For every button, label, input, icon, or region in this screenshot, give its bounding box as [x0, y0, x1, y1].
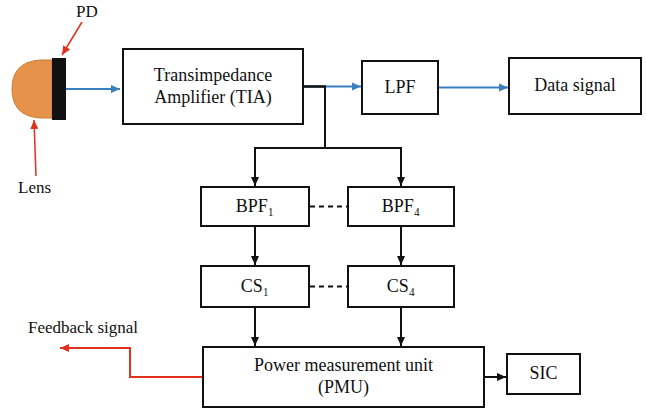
arrow-connector — [485, 376, 506, 378]
process-box: LPF — [361, 60, 439, 115]
box-label: CS₄ — [387, 276, 415, 298]
lens-leader — [34, 120, 36, 176]
box-label: BPF₄ — [382, 196, 420, 218]
process-box: Power measurement unit (PMU) — [202, 346, 485, 408]
process-box: SIC — [506, 353, 581, 395]
process-box: CS₄ — [347, 265, 455, 308]
arrow-connector — [400, 308, 402, 346]
box-label: SIC — [529, 363, 557, 385]
arrow-connector — [254, 227, 256, 265]
process-box: BPF₄ — [347, 186, 455, 227]
arrow-connector — [439, 87, 508, 89]
box-label: Transimpedance Amplifier (TIA) — [138, 65, 288, 108]
process-box: Transimpedance Amplifier (TIA) — [122, 48, 304, 125]
pd-leader — [62, 22, 82, 55]
arrow-connector — [254, 308, 256, 346]
process-box: CS₁ — [200, 265, 310, 308]
photodiode — [52, 58, 66, 120]
lens — [12, 60, 52, 118]
process-box: Data signal — [508, 57, 642, 115]
arrow-connector — [400, 227, 402, 265]
box-label: Data signal — [534, 75, 615, 97]
dashed-connector — [310, 206, 347, 208]
process-box: BPF₁ — [200, 186, 310, 227]
box-label: CS₁ — [241, 276, 269, 298]
box-label: LPF — [384, 77, 415, 99]
dashed-connector — [310, 286, 347, 288]
box-label: Power measurement unit (PMU) — [241, 355, 446, 398]
box-label: BPF₁ — [236, 196, 274, 218]
feedback-arrow — [60, 348, 202, 377]
callout-label: Feedback signal — [26, 318, 140, 338]
callout-label: Lens — [16, 178, 53, 198]
callout-label: PD — [74, 2, 100, 22]
optical-signal-arrow — [66, 88, 120, 90]
